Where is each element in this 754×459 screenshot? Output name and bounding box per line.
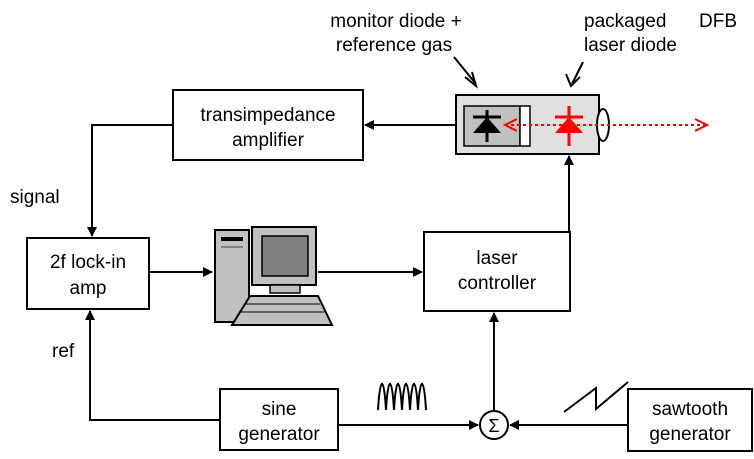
photodiode-icon: [473, 110, 501, 142]
sawtooth-label-2: generator: [649, 424, 731, 445]
signal-arrow: [87, 124, 173, 237]
monitor-diode-label: monitor diode +: [330, 11, 462, 32]
tia-label-2: amplifier: [232, 130, 304, 151]
sawtooth-wave-icon: [563, 381, 629, 413]
laser-controller-block: [423, 231, 571, 312]
sawtooth-label-1: sawtooth: [652, 399, 728, 420]
laser-controller-label-1: laser: [476, 248, 518, 269]
ref-label: ref: [52, 341, 75, 362]
lockin-label-1: 2f lock-in: [50, 252, 126, 273]
sine-label-1: sine: [262, 399, 297, 420]
laser-pointer-arrow: [571, 61, 584, 85]
reference-gas-label: reference gas: [336, 35, 452, 56]
lockin-amp-block: [26, 237, 150, 310]
transimpedance-amplifier-block: [172, 89, 364, 161]
signal-label: signal: [10, 187, 60, 208]
packaged-label: packaged: [584, 11, 666, 32]
ref-arrow: [85, 310, 220, 421]
tia-label-1: transimpedance: [200, 105, 335, 126]
monitor-pointer-arrow: [453, 56, 477, 85]
sum-symbol: Σ: [488, 416, 499, 436]
sine-generator-block: [219, 388, 339, 451]
laser-controller-label-2: controller: [458, 273, 537, 294]
sine-label-2: generator: [238, 424, 320, 445]
laser-diode-label: laser diode: [584, 35, 677, 56]
computer-icon: [214, 226, 334, 326]
sawtooth-generator-block: [627, 388, 753, 452]
sine-wave-icon: [377, 383, 427, 411]
dfb-label: DFB: [699, 11, 737, 32]
laser-package: [455, 94, 707, 155]
lockin-label-2: amp: [70, 278, 107, 299]
